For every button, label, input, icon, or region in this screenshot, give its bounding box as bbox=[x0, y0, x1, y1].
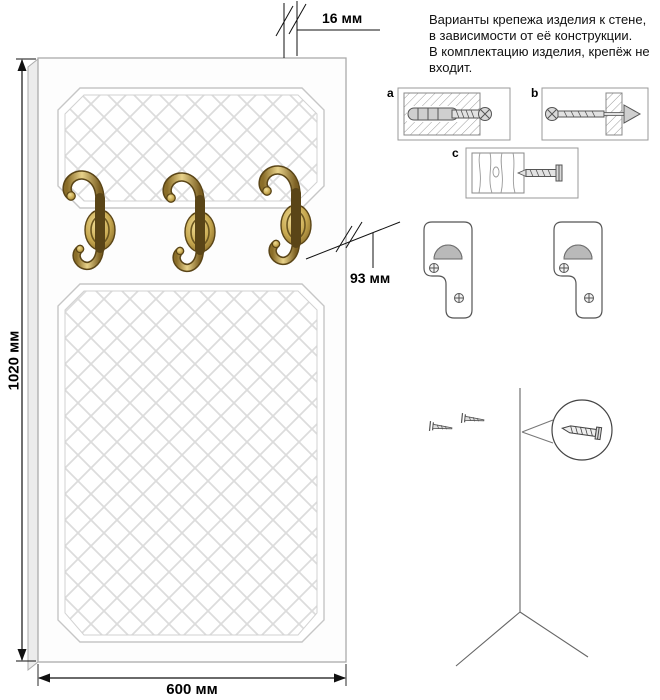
hanger-panel bbox=[27, 57, 347, 672]
quilt-panel-bottom bbox=[57, 283, 325, 643]
fastener-label-b: b bbox=[531, 86, 539, 100]
screw-icon bbox=[460, 412, 485, 424]
fastener-diagram-c bbox=[465, 147, 579, 199]
fastening-diagrams bbox=[397, 87, 649, 667]
height-dimension-label: 1020 мм bbox=[5, 330, 23, 391]
note-line: в зависимости от её конструкции. bbox=[429, 28, 633, 43]
mounting-plate-right bbox=[553, 221, 603, 319]
fastener-diagram-a bbox=[397, 87, 511, 141]
hook-offset-dimension-line bbox=[305, 221, 401, 268]
screw-detail-magnifier bbox=[521, 399, 613, 461]
width-dimension-label: 600 мм bbox=[166, 681, 218, 698]
width-dimension-line bbox=[37, 664, 347, 686]
height-dimension-line bbox=[16, 58, 36, 662]
note-line: Варианты крепежа изделия к стене, bbox=[429, 12, 647, 27]
fastener-diagram-b bbox=[541, 87, 649, 141]
hook-offset-dimension-label: 93 мм bbox=[350, 270, 391, 286]
thickness-dimension-line bbox=[275, 1, 380, 58]
panel-diagram bbox=[16, 1, 401, 686]
wall-corner-illustration bbox=[428, 388, 613, 667]
fastener-label-c: c bbox=[452, 146, 459, 160]
mounting-note: Варианты крепежа изделия к стене, в зави… bbox=[429, 12, 659, 76]
thickness-dimension-label: 16 мм bbox=[322, 10, 363, 26]
screw-icon bbox=[428, 420, 453, 432]
note-line: В комплектацию изделия, крепёж не bbox=[429, 44, 650, 59]
mounting-plate-left bbox=[423, 221, 473, 319]
quilt-panel-top bbox=[57, 87, 325, 209]
note-line: входит. bbox=[429, 60, 473, 75]
fastener-label-a: a bbox=[387, 86, 394, 100]
